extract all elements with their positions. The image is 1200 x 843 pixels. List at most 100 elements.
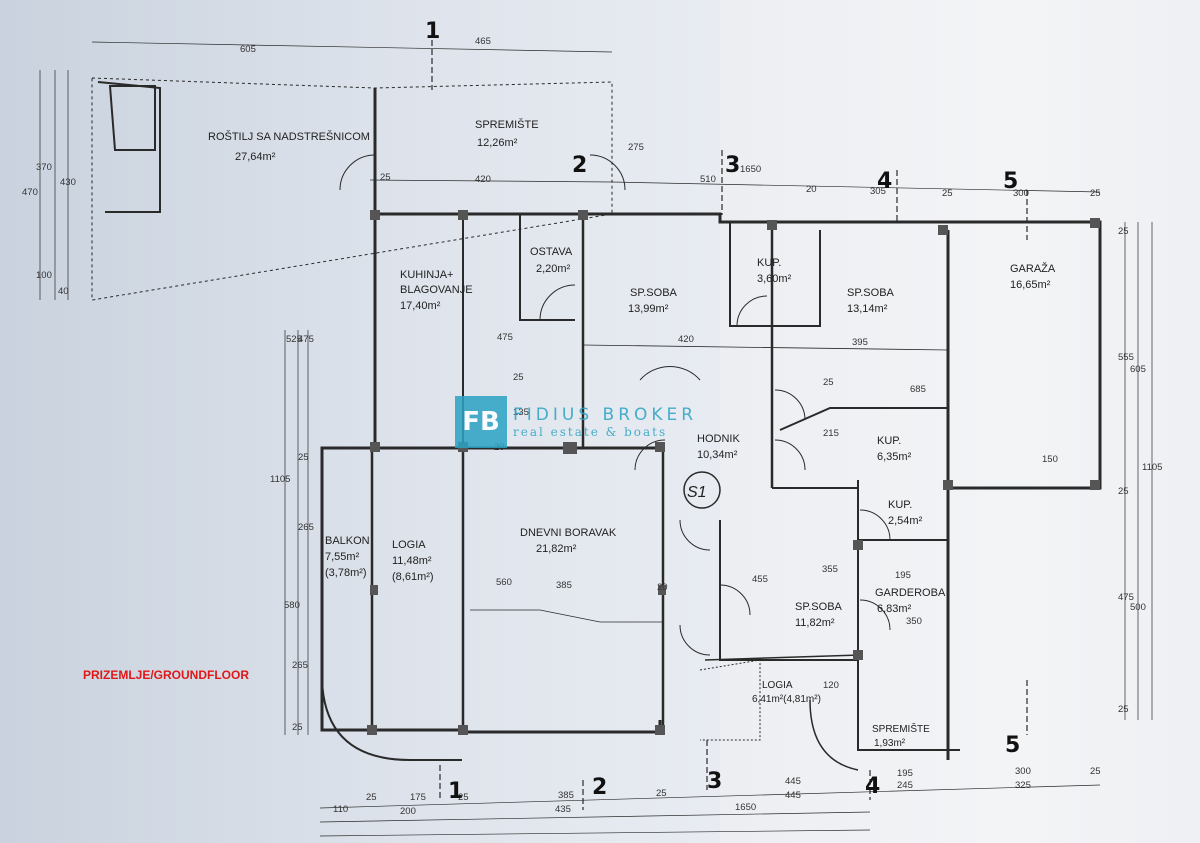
dimension-label: 25 (380, 172, 391, 183)
watermark-tagline: real estate & boats (513, 425, 668, 439)
dimension-label: 510 (700, 174, 716, 185)
dimension-label: 385 (558, 790, 574, 801)
dimension-label: 385 (556, 580, 572, 591)
axis-marker-bottom: 2 (592, 775, 607, 800)
watermark-name: FIDIUS BROKER (513, 405, 698, 425)
dimension-label: 120 (823, 680, 839, 691)
dimension-label: 355 (822, 564, 838, 575)
room-area: 7,55m² (325, 551, 360, 563)
dimension-label: 25 (366, 792, 377, 803)
room-area: 6,35m² (877, 451, 912, 463)
room-area: 10,34m² (697, 449, 738, 461)
dimension-label: 470 (22, 187, 38, 198)
paper-left-half (0, 0, 720, 843)
dimension-label: 25 (513, 372, 524, 383)
dimension-label: 215 (823, 428, 839, 439)
dimension-label: 475 (497, 332, 513, 343)
dimension-label: 200 (400, 806, 416, 817)
room-area: 2,20m² (536, 263, 571, 275)
room-name: SP.SOBA (795, 601, 843, 613)
dimension-label: 1105 (270, 474, 290, 485)
room-area-2: (8,61m²) (392, 571, 434, 583)
dimension-label: 1105 (1142, 462, 1162, 473)
room-area: 11,82m² (795, 617, 835, 629)
grid-axis-markers: 1 2 3 4 5 1 2 3 4 5 S1 (425, 19, 1020, 804)
watermark: FB FIDIUS BROKER real estate & boats (455, 396, 697, 448)
dimension-label: 100 (36, 270, 52, 281)
room-area: 17,40m² (400, 300, 441, 312)
axis-marker-top: 1 (425, 19, 440, 44)
axis-marker-bottom: 5 (1005, 733, 1020, 758)
dimension-labels: 605 465 420 510 1650 20 305 25 300 25 27… (22, 36, 1162, 817)
room-name: GARDEROBA (875, 587, 946, 599)
dimension-label: 525 (286, 334, 302, 345)
dimension-label: 420 (475, 174, 491, 185)
room-name: SP.SOBA (847, 287, 895, 299)
dimension-label: 300 (1013, 188, 1029, 199)
room-area: 27,64m² (235, 151, 276, 163)
room-name: KUHINJA+ (400, 269, 454, 281)
room-name: BALKON (325, 535, 370, 547)
axis-marker-top: 3 (725, 153, 740, 178)
dimension-label: 40 (58, 286, 69, 297)
dimension-label: 445 (785, 790, 801, 801)
dimension-label: 500 (1130, 602, 1146, 613)
dimension-label: 325 (1015, 780, 1031, 791)
dimension-label: 25 (292, 722, 303, 733)
room-name: SPREMIŠTE (872, 722, 930, 735)
dimension-label: 430 (60, 177, 76, 188)
dimension-label: 25 (1090, 188, 1101, 199)
dimension-label: 275 (628, 142, 644, 153)
room-area-2: (3,78m²) (325, 567, 367, 579)
dimension-label: 25 (1118, 704, 1129, 715)
room-area: 13,99m² (628, 303, 669, 315)
dimension-label: 370 (36, 162, 52, 173)
axis-marker-bottom: 4 (865, 774, 880, 799)
dimension-label: 475 (298, 334, 314, 345)
dimension-label: 25 (1118, 226, 1129, 237)
room-area: 12,26m² (477, 137, 518, 149)
dimension-label: 420 (678, 334, 694, 345)
room-name: LOGIA (392, 539, 426, 551)
walls (39, 40, 1153, 837)
room-area: 13,14m² (847, 303, 888, 315)
dimension-label: 20 (657, 582, 668, 593)
axis-marker-bottom: 3 (707, 769, 722, 794)
dimension-label: 395 (852, 337, 868, 348)
room-name: ROŠTILJ SA NADSTREŠNICOM (208, 130, 370, 143)
room-area: 1,93m² (874, 738, 906, 749)
dimension-label: 265 (292, 660, 308, 671)
dimension-label: 265 (298, 522, 314, 533)
watermark-logo: FB (455, 396, 507, 448)
dimension-total: 1650 (735, 802, 756, 813)
dimension-label: 25 (823, 377, 834, 388)
room-name: KUP. (877, 435, 901, 447)
dimension-label: 150 (1042, 454, 1058, 465)
room-name: KUP. (757, 257, 781, 269)
dimension-label: 25 (1090, 766, 1101, 777)
floor-label: PRIZEMLJE/GROUNDFLOOR (83, 668, 250, 682)
axis-marker-top: 4 (877, 169, 892, 194)
dimension-label: 195 (897, 768, 913, 779)
room-area: 6,83m² (877, 603, 912, 615)
room-labels: ROŠTILJ SA NADSTREŠNICOM 27,64m² SPREMIŠ… (208, 118, 1056, 749)
room-area: 2,54m² (888, 515, 923, 527)
dimension-label: 465 (475, 36, 491, 47)
columns (367, 210, 1100, 735)
room-area: 3,60m² (757, 273, 792, 285)
dimension-label: 25 (942, 188, 953, 199)
dimension-label: 580 (284, 600, 300, 611)
room-area: 21,82m² (536, 543, 577, 555)
dimension-label: 605 (1130, 364, 1146, 375)
dimension-label: 685 (910, 384, 926, 395)
room-name-2: BLAGOVANJE (400, 284, 473, 296)
axis-marker-top: 5 (1003, 169, 1018, 194)
room-name: SPREMIŠTE (475, 118, 539, 131)
dimension-label: 475 (1118, 592, 1134, 603)
axis-marker-top: 2 (572, 153, 587, 178)
room-name: DNEVNI BORAVAK (520, 527, 617, 539)
dimension-label: 25 (298, 452, 309, 463)
dimension-label: 605 (240, 44, 256, 55)
dimension-label: 555 (1118, 352, 1134, 363)
